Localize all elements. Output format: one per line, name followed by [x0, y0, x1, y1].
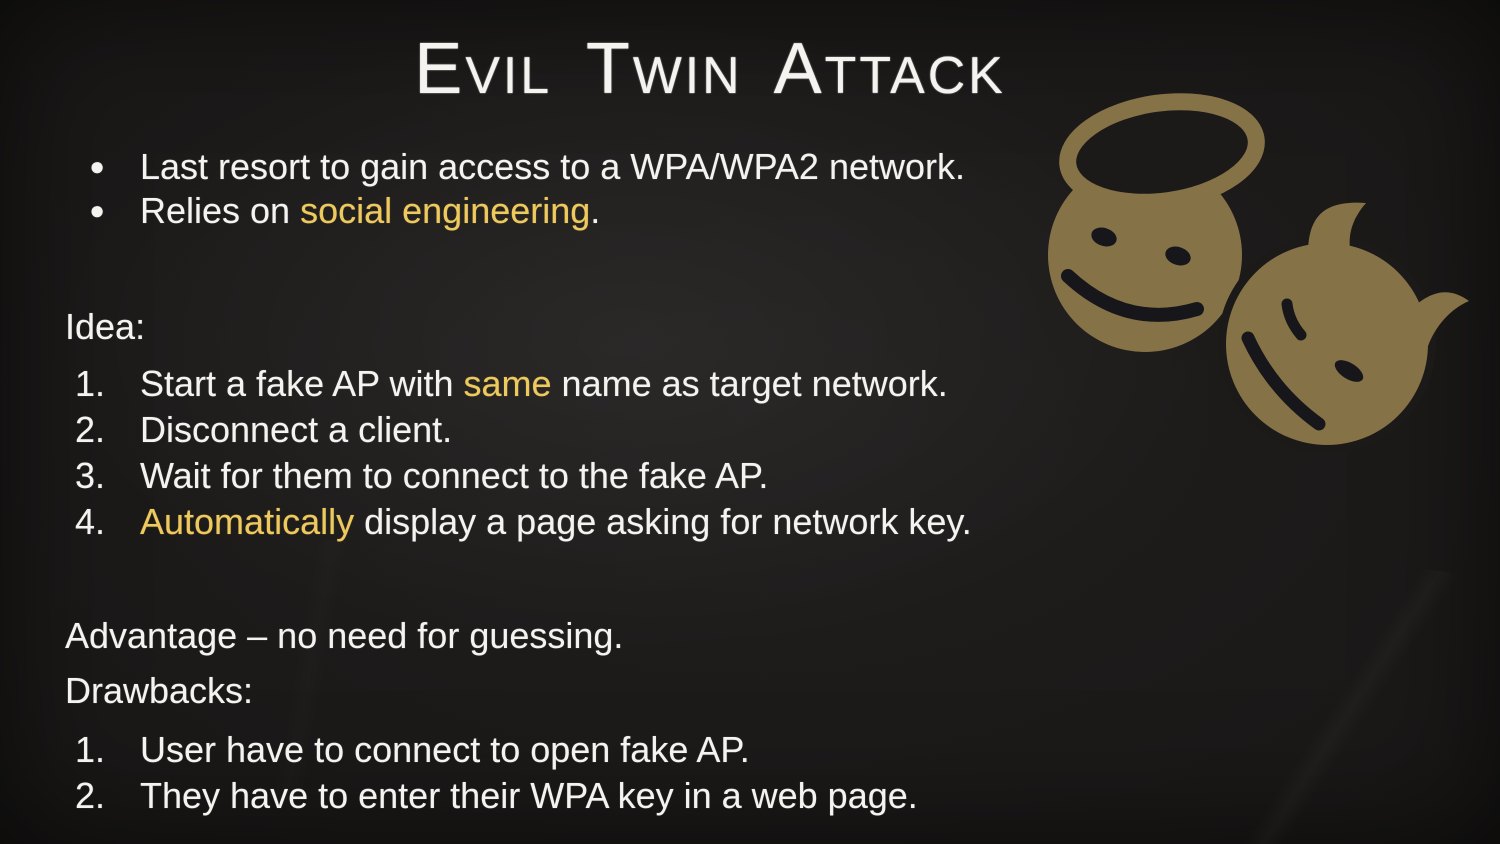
chalk-streak: [1160, 537, 1500, 844]
bullet-dot-icon: ●: [89, 151, 105, 181]
text-segment: They have to enter their WPA key in a we…: [140, 775, 918, 816]
devil-face-icon: [1218, 202, 1469, 453]
text-segment: Disconnect a client.: [140, 409, 453, 450]
numbered-item: 1. User have to connect to open fake AP.: [65, 727, 918, 773]
numbered-item: 3. Wait for them to connect to the fake …: [65, 453, 972, 499]
intro-bullet-list: ● Last resort to gain access to a WPA/WP…: [65, 145, 965, 233]
devil-top-horn-icon: [1308, 202, 1366, 254]
item-number: 4.: [74, 501, 105, 542]
item-text: Disconnect a client.: [140, 409, 452, 451]
idea-step-list: 1. Start a fake AP with same name as tar…: [65, 361, 972, 545]
item-number: 2.: [74, 775, 105, 816]
bullet-item: ● Last resort to gain access to a WPA/WP…: [65, 145, 965, 189]
idea-heading: Idea:: [65, 306, 146, 347]
item-number: 1.: [74, 729, 105, 770]
text-segment: Start a fake AP with: [140, 363, 464, 404]
bullet-item: ● Relies on social engineering.: [65, 189, 965, 233]
angel-devil-artwork: [1048, 93, 1469, 453]
text-segment: Last resort to gain access to a WPA/WPA2…: [140, 146, 965, 187]
item-number: 1.: [74, 363, 105, 404]
text-segment: Wait for them to connect to the fake AP.: [140, 455, 769, 496]
text-segment: display a page asking for network key.: [354, 501, 972, 542]
bullet-dot-icon: ●: [89, 195, 105, 225]
item-text: Wait for them to connect to the fake AP.: [140, 455, 768, 497]
halo-icon: [1059, 93, 1265, 211]
angel-right-eye: [1165, 246, 1191, 266]
item-text: They have to enter their WPA key in a we…: [140, 775, 918, 817]
numbered-item: 2. Disconnect a client.: [65, 407, 972, 453]
angel-smile: [1061, 269, 1204, 322]
bullet-text: Last resort to gain access to a WPA/WPA2…: [140, 146, 965, 188]
item-number: 3.: [74, 455, 105, 496]
text-segment: User have to connect to open fake AP.: [140, 729, 750, 770]
text-segment: name as target network.: [551, 363, 948, 404]
numbered-item: 1. Start a fake AP with same name as tar…: [65, 361, 972, 407]
devil-right-eye: [1334, 360, 1364, 382]
text-segment: Relies on: [140, 190, 301, 231]
numbered-item: 2. They have to enter their WPA key in a…: [65, 773, 918, 819]
numbered-item: 4. Automatically display a page asking f…: [65, 499, 972, 545]
devil-smirk: [1241, 331, 1326, 431]
slide-title: EVIL TWIN ATTACK: [414, 29, 1006, 109]
drawbacks-heading: Drawbacks:: [65, 670, 254, 711]
item-text: User have to connect to open fake AP.: [140, 729, 750, 771]
devil-left-eye: [1281, 298, 1307, 341]
highlighted-phrase: same: [463, 363, 552, 404]
angel-face-icon: [1048, 93, 1265, 352]
drawbacks-list: 1. User have to connect to open fake AP.…: [65, 727, 918, 819]
devil-head: [1226, 243, 1428, 445]
highlighted-phrase: Automatically: [140, 501, 355, 542]
item-text: Start a fake AP with same name as target…: [140, 363, 948, 405]
advantage-line: Advantage – no need for guessing.: [65, 615, 624, 656]
bullet-text: Relies on social engineering.: [140, 190, 600, 232]
highlighted-phrase: social engineering: [300, 190, 591, 231]
angel-left-eye: [1091, 227, 1117, 247]
item-text: Automatically display a page asking for …: [140, 501, 972, 543]
item-number: 2.: [74, 409, 105, 450]
text-segment: .: [590, 190, 601, 231]
